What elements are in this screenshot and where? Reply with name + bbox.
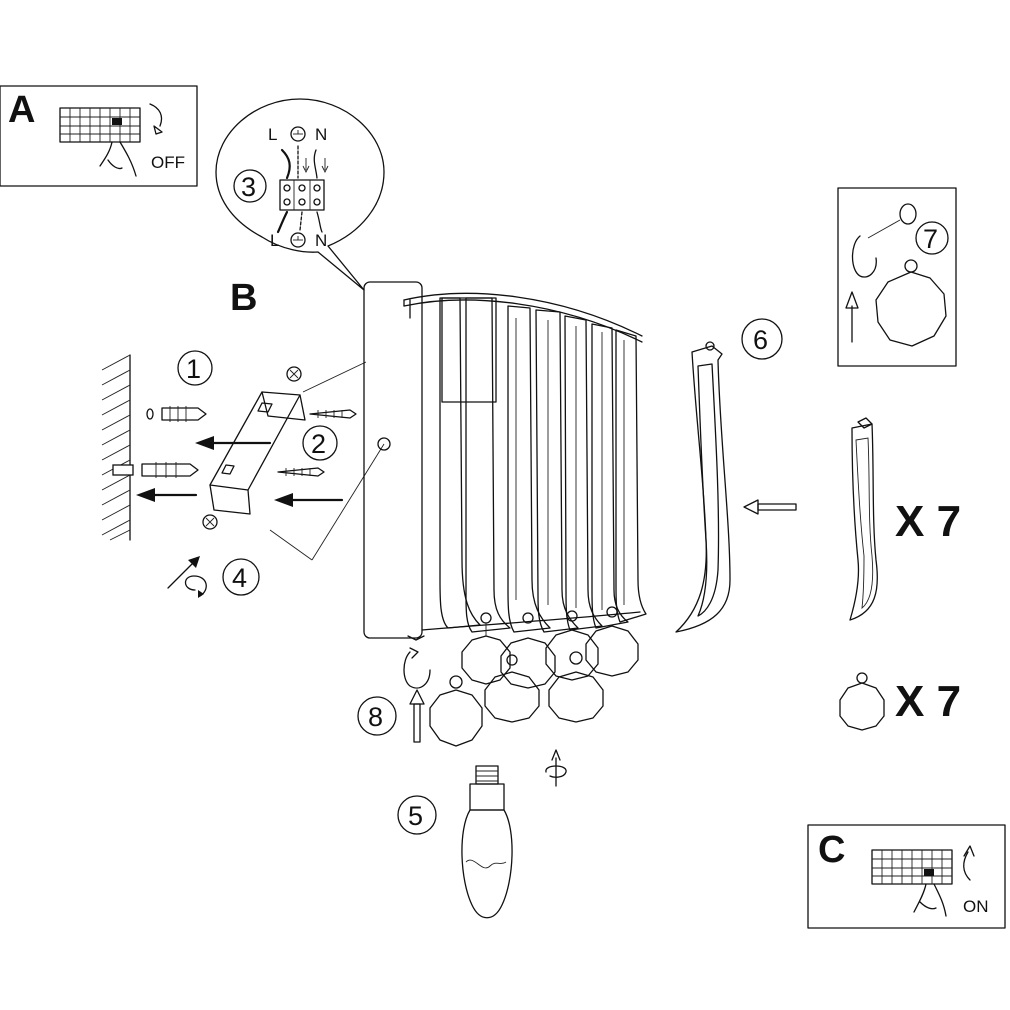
hook-ring-small-icon — [851, 235, 877, 278]
crystal-2 — [500, 637, 556, 689]
wall-plug-upper-icon — [146, 406, 207, 422]
wiring-detail-bubble: 3 L N L N — [215, 98, 385, 291]
step-7-label: 7 — [923, 224, 938, 254]
bulb-icon — [461, 765, 513, 919]
bracket-screw-bottom-icon — [202, 514, 218, 530]
crystal-3 — [545, 629, 599, 681]
bracket-screw-top-icon — [286, 366, 302, 382]
step-8-badge — [357, 696, 397, 736]
large-crystal-icon — [875, 271, 947, 347]
ground-symbol-bottom-icon — [290, 232, 306, 248]
arrow-up-step-8-icon — [409, 689, 425, 743]
glass-strip-quantity: X 7 — [895, 497, 961, 546]
wood-screw-upper-icon — [309, 409, 357, 419]
bulb-socket — [441, 297, 497, 403]
panel-a-frame — [0, 85, 198, 187]
step-7-detail-box: 7 — [837, 187, 957, 367]
step-3-label: 3 — [241, 172, 256, 202]
crystal-7 — [429, 689, 483, 747]
panel-a-state: OFF — [151, 153, 185, 172]
step-1-badge — [177, 350, 213, 386]
terminal-block-icon — [279, 179, 325, 211]
wire-live-bottom: L — [270, 231, 279, 250]
small-crystal-icon — [899, 203, 917, 225]
panel-a-letter: A — [8, 89, 35, 131]
step-8-label: 8 — [368, 702, 383, 732]
panel-a-breaker-off: A OFF — [0, 85, 198, 187]
wall-section — [101, 354, 134, 541]
lamp-frame-bottom — [421, 611, 641, 631]
crystal-4 — [585, 625, 639, 677]
step-3-badge — [233, 169, 267, 203]
wire-neutral-bottom: N — [315, 231, 327, 250]
wire-live-top: L — [268, 125, 277, 144]
arrow-left-lower-icon — [136, 488, 198, 502]
wood-screw-lower-icon — [277, 467, 325, 477]
arrow-left-fixture-icon — [274, 493, 344, 507]
step-4-label: 4 — [232, 563, 247, 593]
panel-c-breaker-on: C ON — [807, 824, 1006, 929]
panel-c-frame — [807, 824, 1006, 929]
step-6-badge — [741, 318, 783, 360]
glass-strips — [439, 297, 647, 633]
wall-hole — [112, 464, 134, 476]
step-4-badge — [222, 558, 260, 596]
panel-c-letter: C — [818, 829, 845, 871]
hand-on-icon — [913, 883, 937, 913]
wire-neutral-top: N — [315, 125, 327, 144]
arrow-left-strip-icon — [743, 499, 797, 515]
arrow-left-upper-icon — [195, 436, 272, 450]
step-6-label: 6 — [753, 325, 768, 355]
crystal-6 — [548, 671, 604, 723]
breaker-box-on-icon — [871, 849, 953, 885]
crystal-quantity: X 7 — [895, 677, 961, 726]
step-7-badge — [915, 221, 949, 255]
mounting-hole — [377, 437, 391, 451]
lamp-backplate — [363, 281, 423, 639]
turn-up-arrow-icon — [963, 845, 975, 881]
turn-arrow-icon — [149, 103, 163, 135]
hook-ring-icon — [403, 647, 431, 689]
step-5-badge — [397, 795, 437, 835]
ground-symbol-top-icon — [290, 126, 306, 142]
wall-plug-lower-icon — [141, 462, 199, 478]
step-1-label: 1 — [186, 354, 201, 384]
tighten-arrow-icon — [167, 556, 207, 598]
rotate-arrow-icon — [545, 749, 567, 787]
crystal-part — [839, 672, 885, 731]
panel-b-letter: B — [230, 277, 257, 319]
leader-line-lower — [311, 443, 385, 561]
panel-c-state: ON — [963, 897, 989, 916]
step-2-label: 2 — [311, 429, 326, 459]
crystal-5 — [484, 671, 540, 723]
hanging-crystals — [429, 606, 639, 747]
breaker-box-icon — [59, 107, 141, 143]
glass-strip-detail — [675, 341, 731, 633]
glass-strip-part — [849, 417, 878, 621]
mounting-bracket — [209, 391, 306, 515]
hand-icon — [99, 141, 123, 170]
leader-line-upper — [302, 361, 367, 393]
arrow-up-step-7-icon — [845, 291, 859, 343]
crystal-1 — [461, 635, 511, 685]
step-2-badge — [302, 425, 338, 461]
step-5-label: 5 — [408, 801, 423, 831]
